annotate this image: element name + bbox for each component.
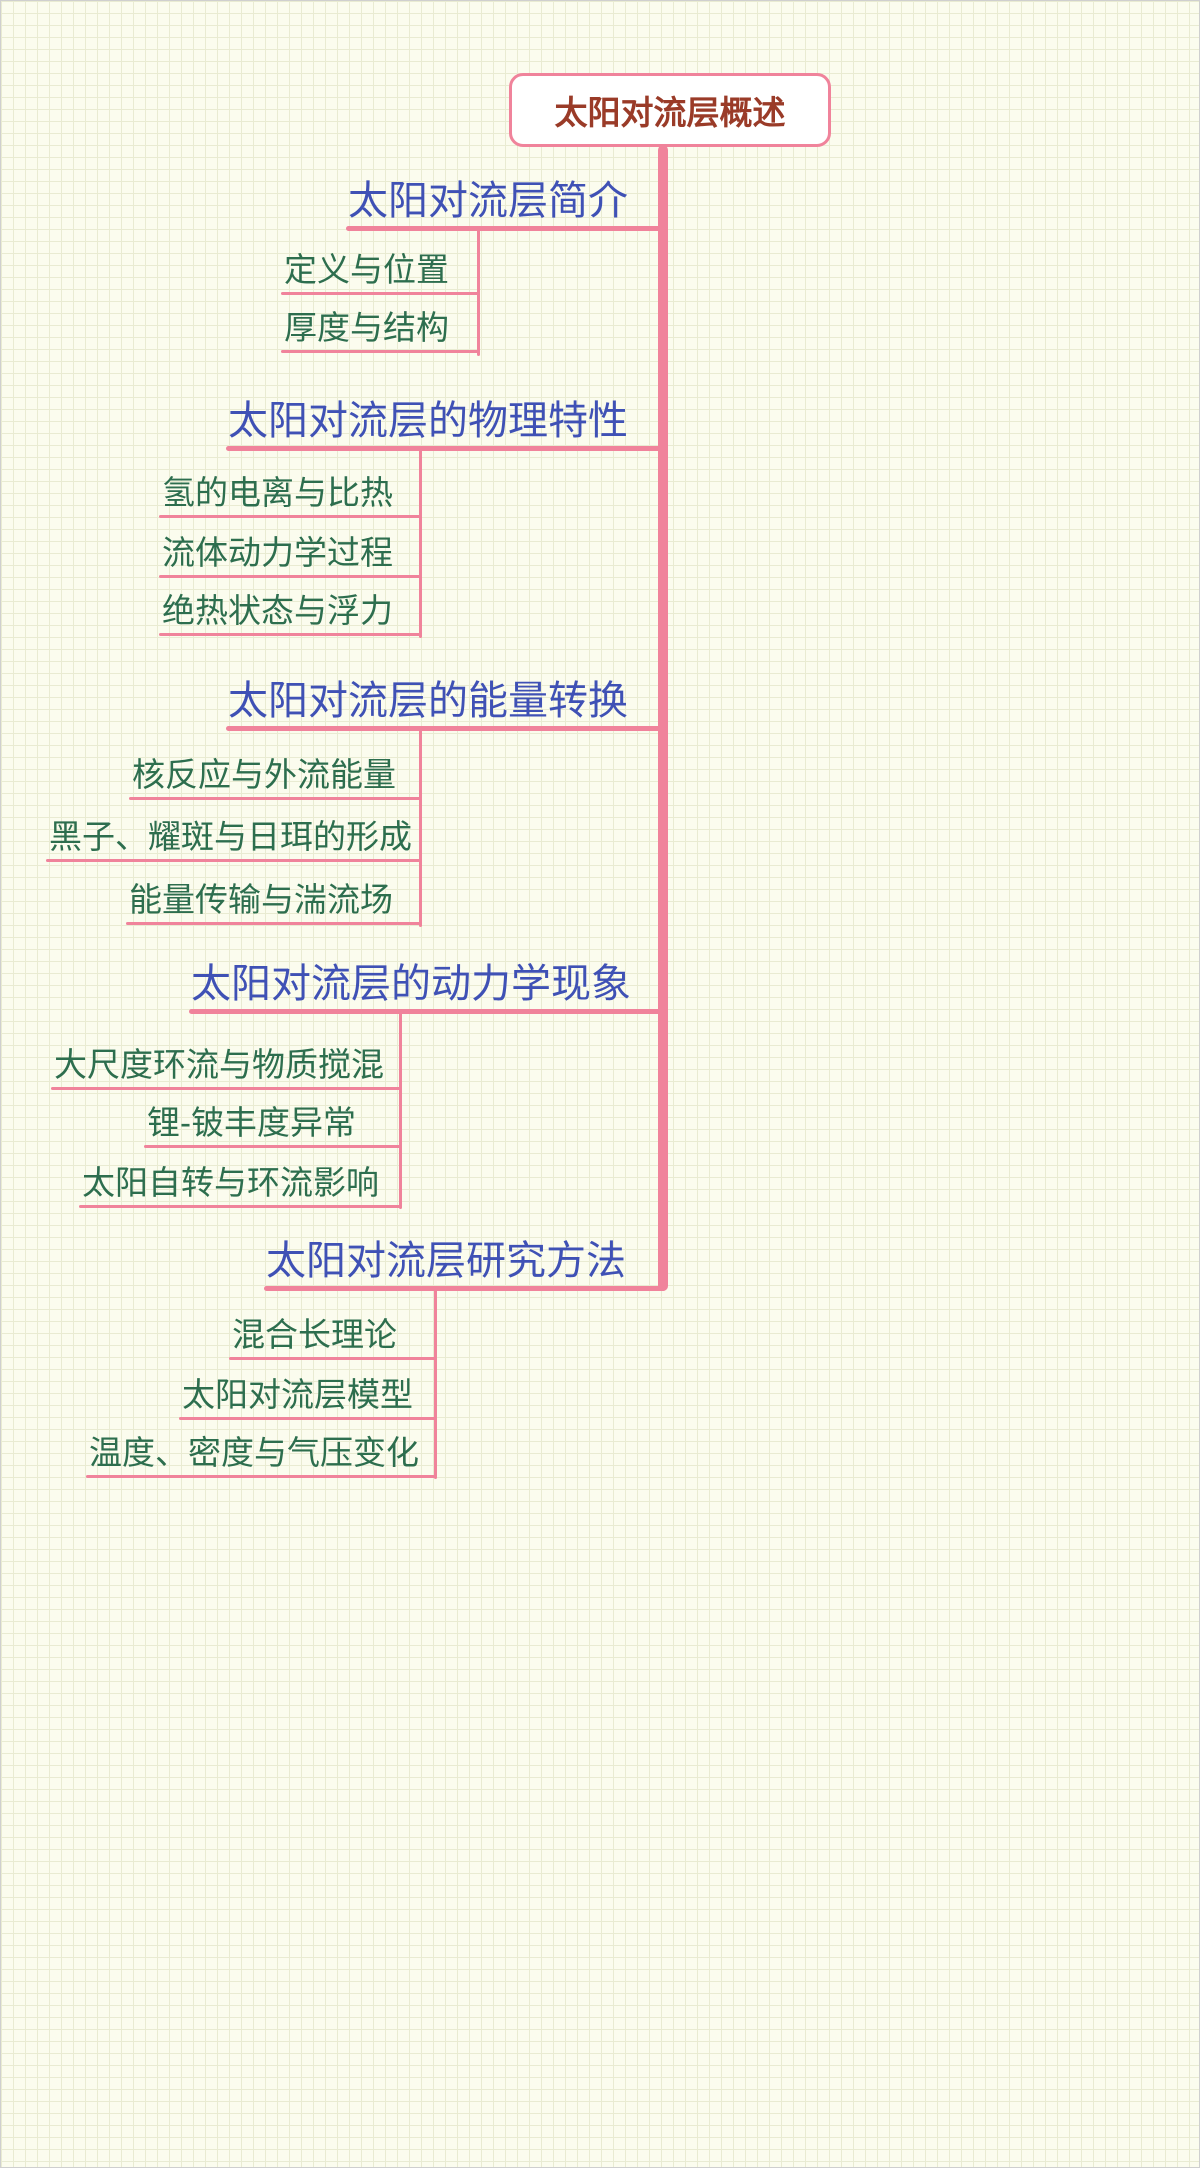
main-topic-label[interactable]: 太阳对流层简介 xyxy=(348,179,628,223)
sub-branch-line xyxy=(281,350,479,353)
sub-topic-label[interactable]: 定义与位置 xyxy=(284,251,449,288)
sub-branch-line xyxy=(79,1205,401,1208)
main-topic-label[interactable]: 太阳对流层研究方法 xyxy=(266,1239,626,1283)
sub-topic-label[interactable]: 能量传输与湍流场 xyxy=(129,881,393,918)
subtopic-connector-line xyxy=(477,226,480,356)
sub-topic-label[interactable]: 氢的电离与比热 xyxy=(162,474,393,511)
sub-topic-label[interactable]: 核反应与外流能量 xyxy=(132,756,396,793)
sub-topic-label[interactable]: 厚度与结构 xyxy=(284,309,449,346)
main-topic-label[interactable]: 太阳对流层的能量转换 xyxy=(228,679,628,723)
sub-branch-line xyxy=(159,575,421,578)
sub-branch-line xyxy=(86,1475,436,1478)
sub-branch-line xyxy=(144,1145,401,1148)
sub-topic-label[interactable]: 太阳自转与环流影响 xyxy=(82,1164,379,1201)
sub-topic-label[interactable]: 绝热状态与浮力 xyxy=(162,592,393,629)
sub-topic-label[interactable]: 温度、密度与气压变化 xyxy=(89,1434,419,1471)
sub-topic-label[interactable]: 流体动力学过程 xyxy=(162,534,393,571)
main-branch-line xyxy=(189,1009,666,1014)
sub-branch-line xyxy=(281,292,479,295)
main-branch-line xyxy=(226,726,666,731)
sub-branch-line xyxy=(129,797,421,800)
sub-topic-label[interactable]: 太阳对流层模型 xyxy=(182,1376,413,1413)
sub-branch-line xyxy=(159,515,421,518)
sub-branch-line xyxy=(51,1087,401,1090)
main-topic-label[interactable]: 太阳对流层的物理特性 xyxy=(228,399,628,443)
main-topic-label[interactable]: 太阳对流层的动力学现象 xyxy=(191,962,631,1006)
sub-branch-line xyxy=(229,1357,436,1360)
sub-branch-line xyxy=(179,1417,436,1420)
sub-topic-label[interactable]: 锂-铍丰度异常 xyxy=(147,1104,356,1141)
mindmap-root-node[interactable]: 太阳对流层概述 xyxy=(509,73,831,147)
subtopic-connector-line xyxy=(434,1286,437,1479)
subtopic-connector-line xyxy=(399,1009,402,1209)
main-branch-line xyxy=(226,446,666,451)
trunk-line xyxy=(658,145,668,1291)
sub-branch-line xyxy=(46,859,421,862)
subtopic-connector-line xyxy=(419,446,422,638)
sub-topic-label[interactable]: 混合长理论 xyxy=(232,1316,397,1353)
sub-topic-label[interactable]: 黑子、耀斑与日珥的形成 xyxy=(49,818,412,855)
subtopic-connector-line xyxy=(419,726,422,927)
root-node-label: 太阳对流层概述 xyxy=(554,94,786,131)
sub-branch-line xyxy=(126,922,421,925)
sub-topic-label[interactable]: 大尺度环流与物质搅混 xyxy=(54,1046,384,1083)
main-branch-line xyxy=(264,1286,666,1291)
sub-branch-line xyxy=(159,633,421,636)
main-branch-line xyxy=(346,226,666,231)
